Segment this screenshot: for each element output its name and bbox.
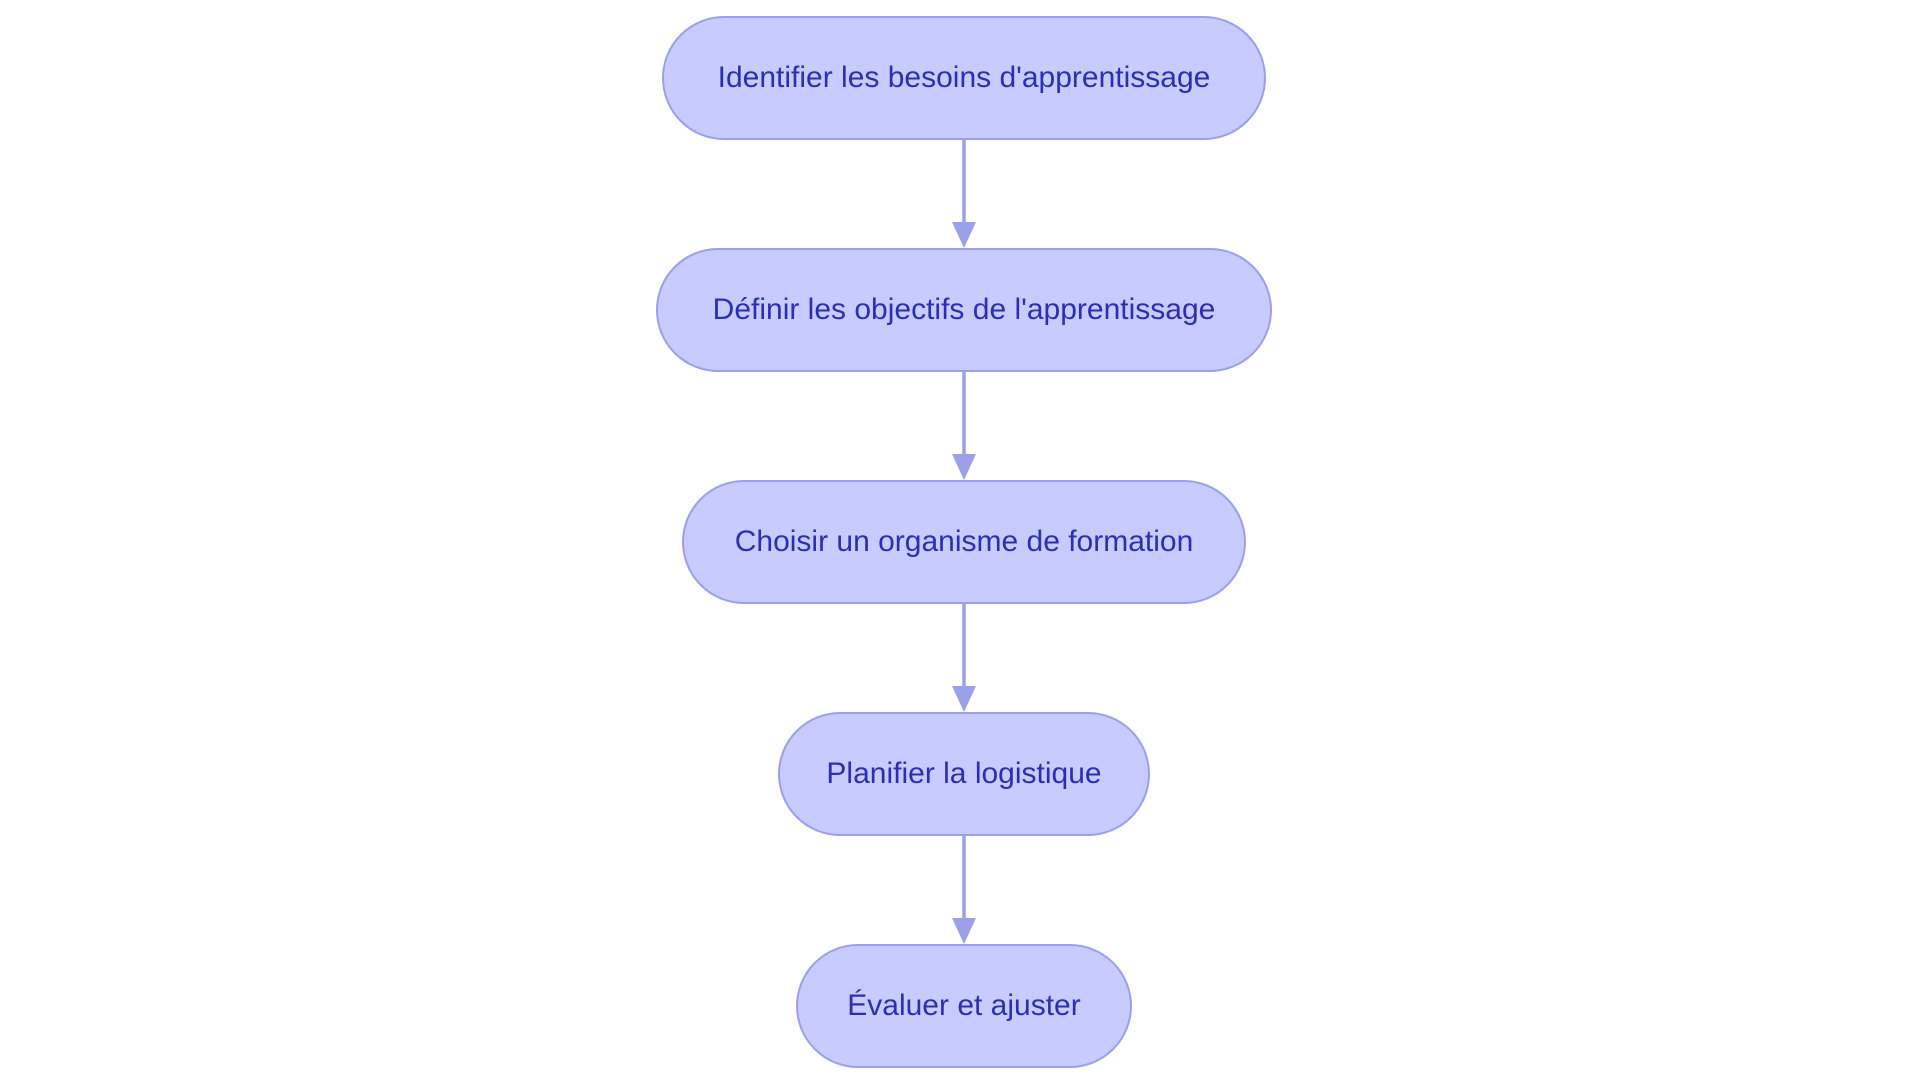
- edge-1: [952, 140, 976, 248]
- step-planifier-logistique: Planifier la logistique: [778, 712, 1150, 836]
- step-label: Définir les objectifs de l'apprentissage: [712, 293, 1216, 326]
- edge-4: [952, 836, 976, 944]
- edge-2: [952, 372, 976, 480]
- step-identifier-besoins: Identifier les besoins d'apprentissage: [662, 16, 1266, 140]
- step-label: Planifier la logistique: [826, 757, 1102, 790]
- step-label: Identifier les besoins d'apprentissage: [717, 61, 1211, 94]
- edge-3: [952, 604, 976, 712]
- step-evaluer-ajuster: Évaluer et ajuster: [796, 944, 1132, 1068]
- step-label: Évaluer et ajuster: [847, 989, 1081, 1022]
- step-label: Choisir un organisme de formation: [734, 525, 1194, 558]
- step-definir-objectifs: Définir les objectifs de l'apprentissage: [656, 248, 1272, 372]
- step-choisir-organisme: Choisir un organisme de formation: [682, 480, 1246, 604]
